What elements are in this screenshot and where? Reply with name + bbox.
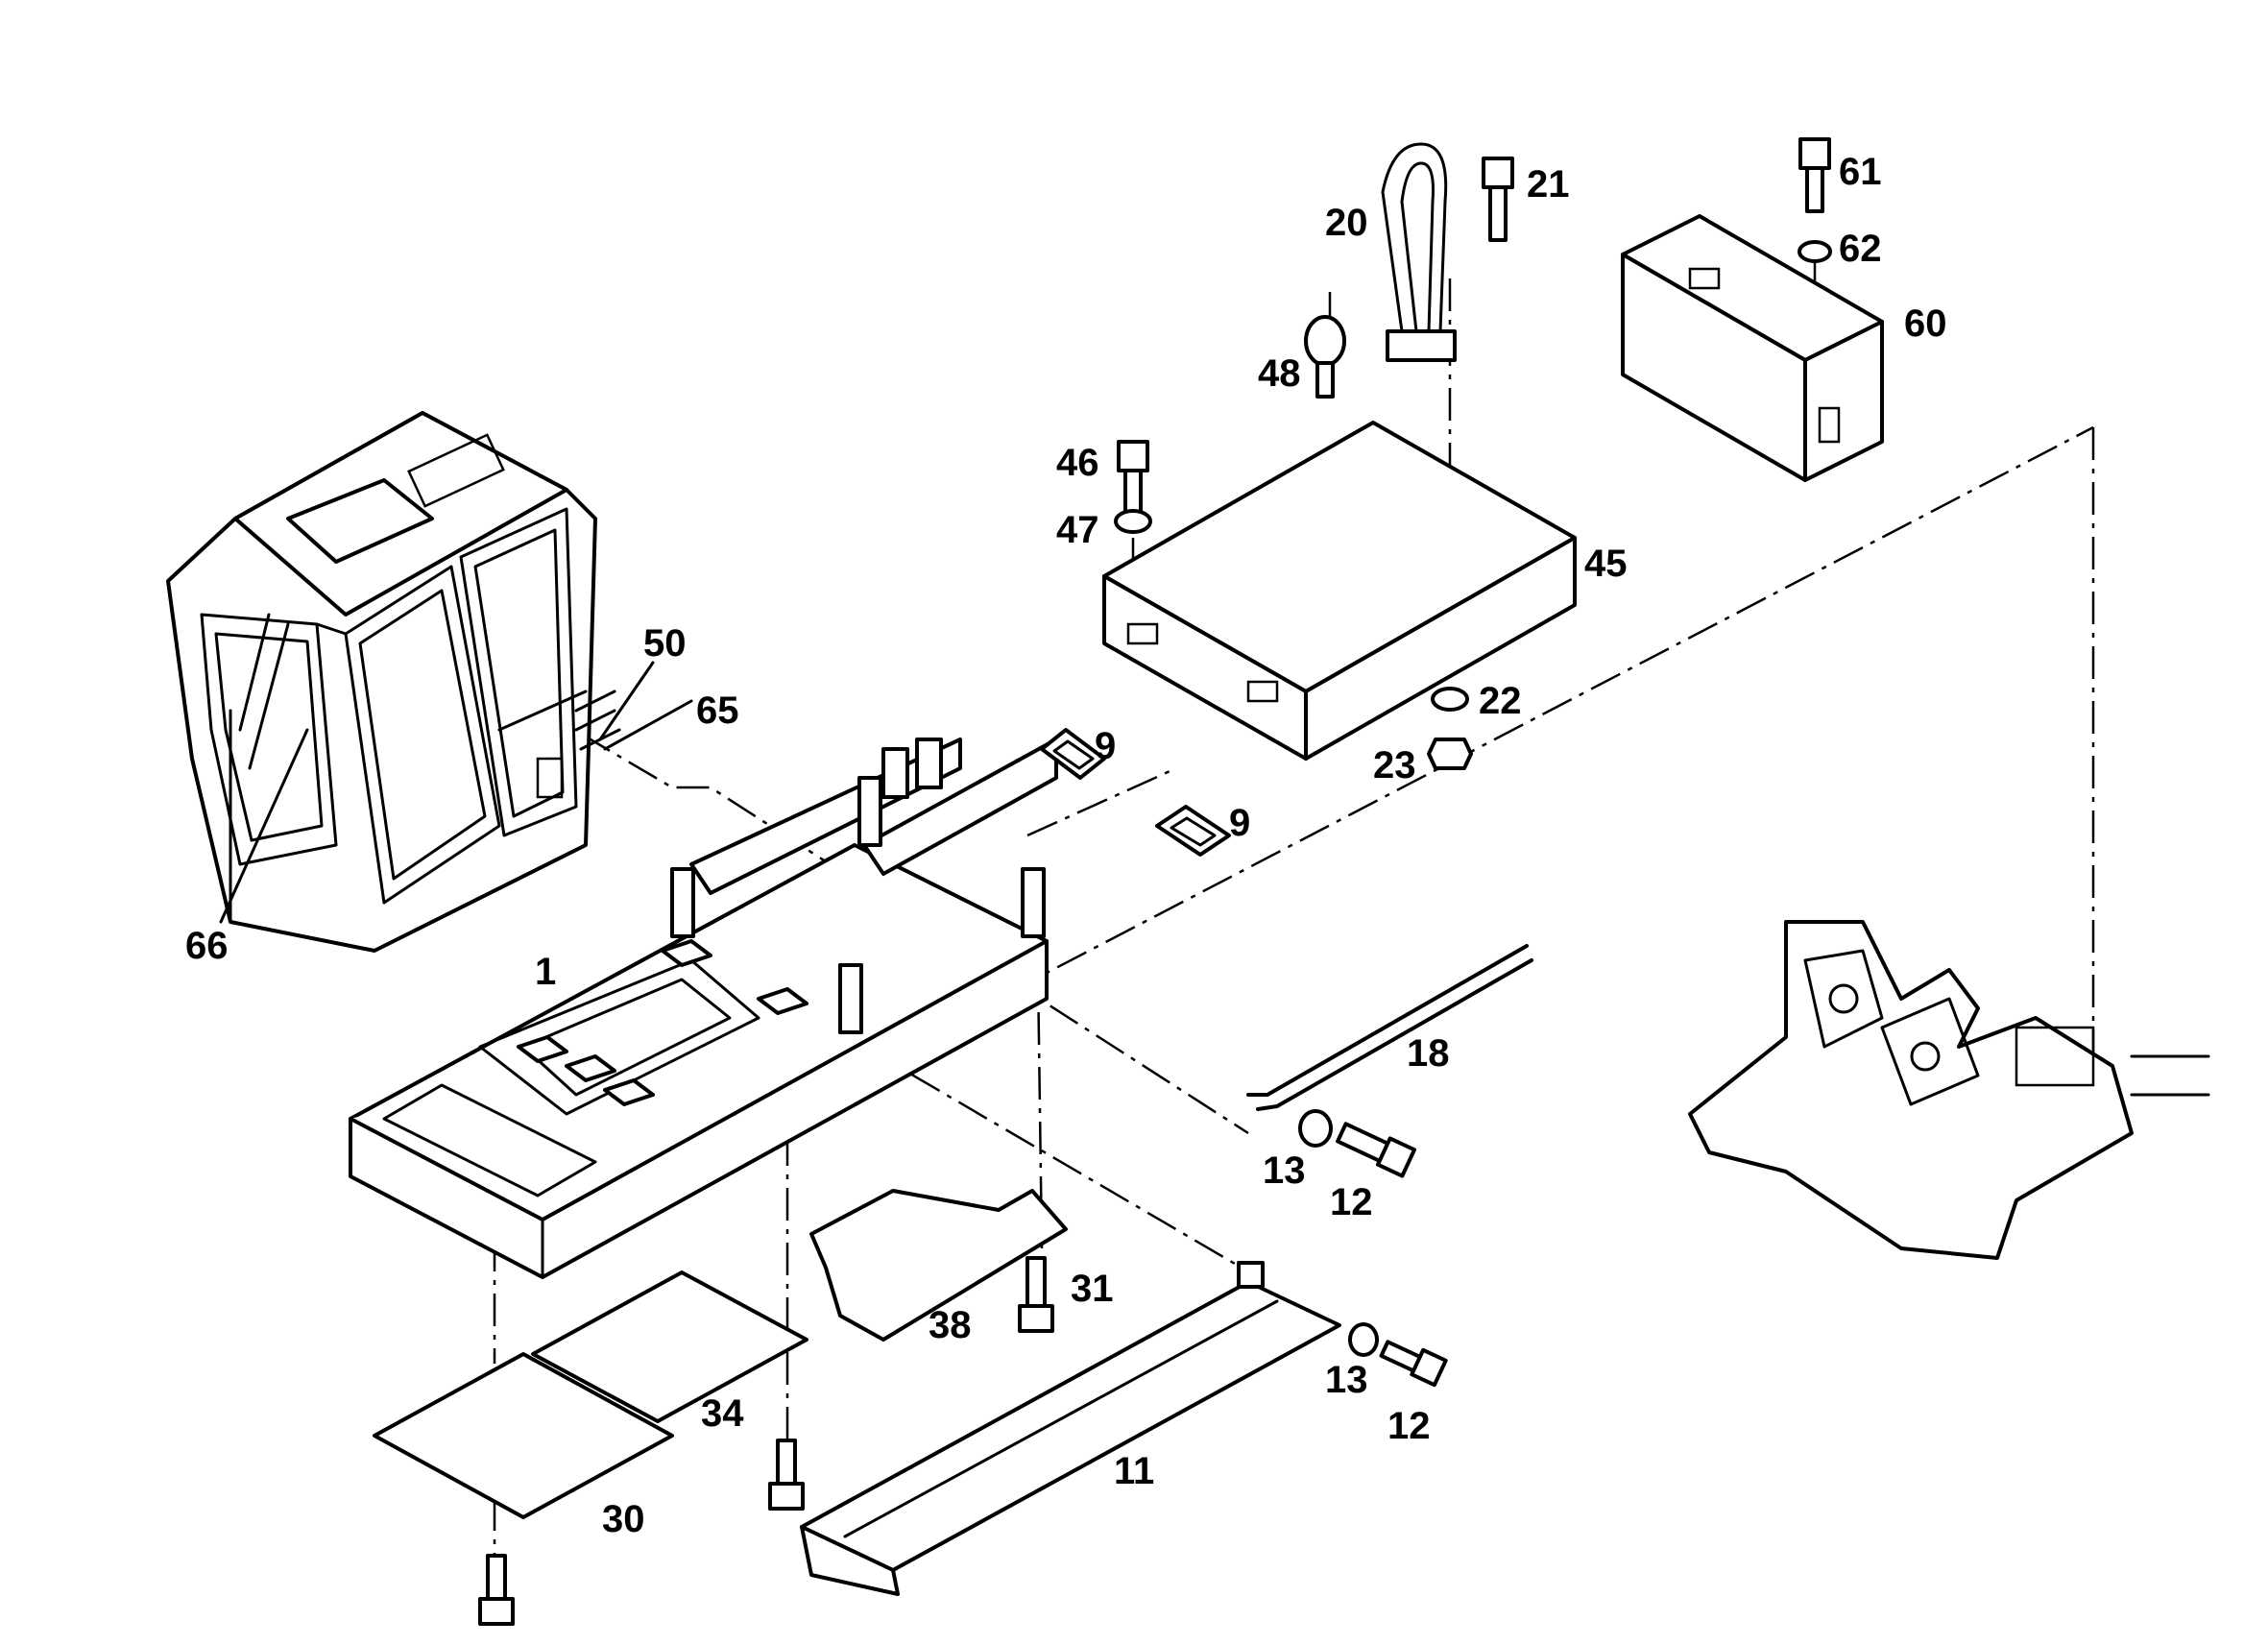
- upper-carriage-frame: [1688, 920, 2210, 1260]
- callout-30: 30: [602, 1498, 645, 1540]
- leader-65: [603, 699, 693, 751]
- main-frame: [349, 738, 1058, 1279]
- callout-20: 20: [1325, 202, 1368, 244]
- callout-22: 22: [1479, 680, 1522, 722]
- washer-13-upper: [1298, 1109, 1333, 1148]
- callout-60: 60: [1904, 302, 1947, 345]
- callout-11: 11: [1114, 1450, 1154, 1492]
- eyebolt-48: [1304, 315, 1346, 399]
- tie-rod-18: [1246, 944, 1533, 1111]
- washer-62: [1798, 240, 1832, 263]
- side-step-11: [800, 1261, 1341, 1596]
- plate-30: [373, 1352, 674, 1519]
- callout-66: 66: [185, 925, 229, 967]
- bolt-21: [1482, 157, 1514, 242]
- callout-12-upper: 12: [1330, 1181, 1373, 1223]
- callout-9-upper: 9: [1095, 725, 1116, 767]
- counterweight-box-45: [1102, 421, 1577, 761]
- bolt-12-upper: [1336, 1122, 1417, 1178]
- bolt-30: [478, 1554, 515, 1626]
- callout-61: 61: [1839, 151, 1882, 193]
- bolt-61: [1798, 137, 1831, 213]
- callout-13-upper: 13: [1263, 1149, 1306, 1192]
- bolt-46: [1117, 440, 1149, 516]
- callout-45: 45: [1584, 543, 1628, 585]
- callout-48: 48: [1258, 352, 1301, 395]
- callout-62: 62: [1839, 228, 1882, 270]
- callout-47: 47: [1056, 509, 1099, 551]
- callout-46: 46: [1056, 442, 1099, 484]
- nut-23: [1427, 738, 1473, 770]
- tool-box-60: [1621, 214, 1884, 482]
- callout-21: 21: [1527, 163, 1570, 206]
- callout-50: 50: [643, 622, 687, 665]
- callout-12-lower: 12: [1387, 1405, 1431, 1447]
- seal-9-lower: [1155, 805, 1231, 857]
- operator-cab: [166, 411, 621, 953]
- washer-22: [1431, 687, 1469, 712]
- callout-1: 1: [535, 951, 556, 993]
- callout-labels: 1 9 9 11 12 12 13 13 18 20 21 22 23 30 3…: [185, 151, 1947, 1540]
- callout-13-lower: 13: [1325, 1359, 1368, 1401]
- seal-9-upper: [1040, 728, 1106, 780]
- callout-9-lower: 9: [1229, 802, 1250, 844]
- callout-65: 65: [696, 689, 739, 732]
- callout-23: 23: [1373, 744, 1416, 786]
- bolt-34: [768, 1439, 805, 1511]
- washer-13-lower: [1348, 1322, 1379, 1357]
- plate-34: [531, 1270, 808, 1423]
- washer-47: [1114, 509, 1152, 534]
- callout-18: 18: [1407, 1032, 1450, 1075]
- bolt-12-lower: [1379, 1340, 1448, 1388]
- callout-34: 34: [701, 1392, 744, 1435]
- callout-38: 38: [929, 1304, 972, 1346]
- leader-66: [219, 728, 309, 924]
- callout-31: 31: [1071, 1268, 1114, 1310]
- leader-50: [598, 661, 655, 741]
- plate-38: [809, 1189, 1068, 1342]
- lifting-handle-20: [1381, 142, 1457, 362]
- bolt-31: [1018, 1256, 1054, 1333]
